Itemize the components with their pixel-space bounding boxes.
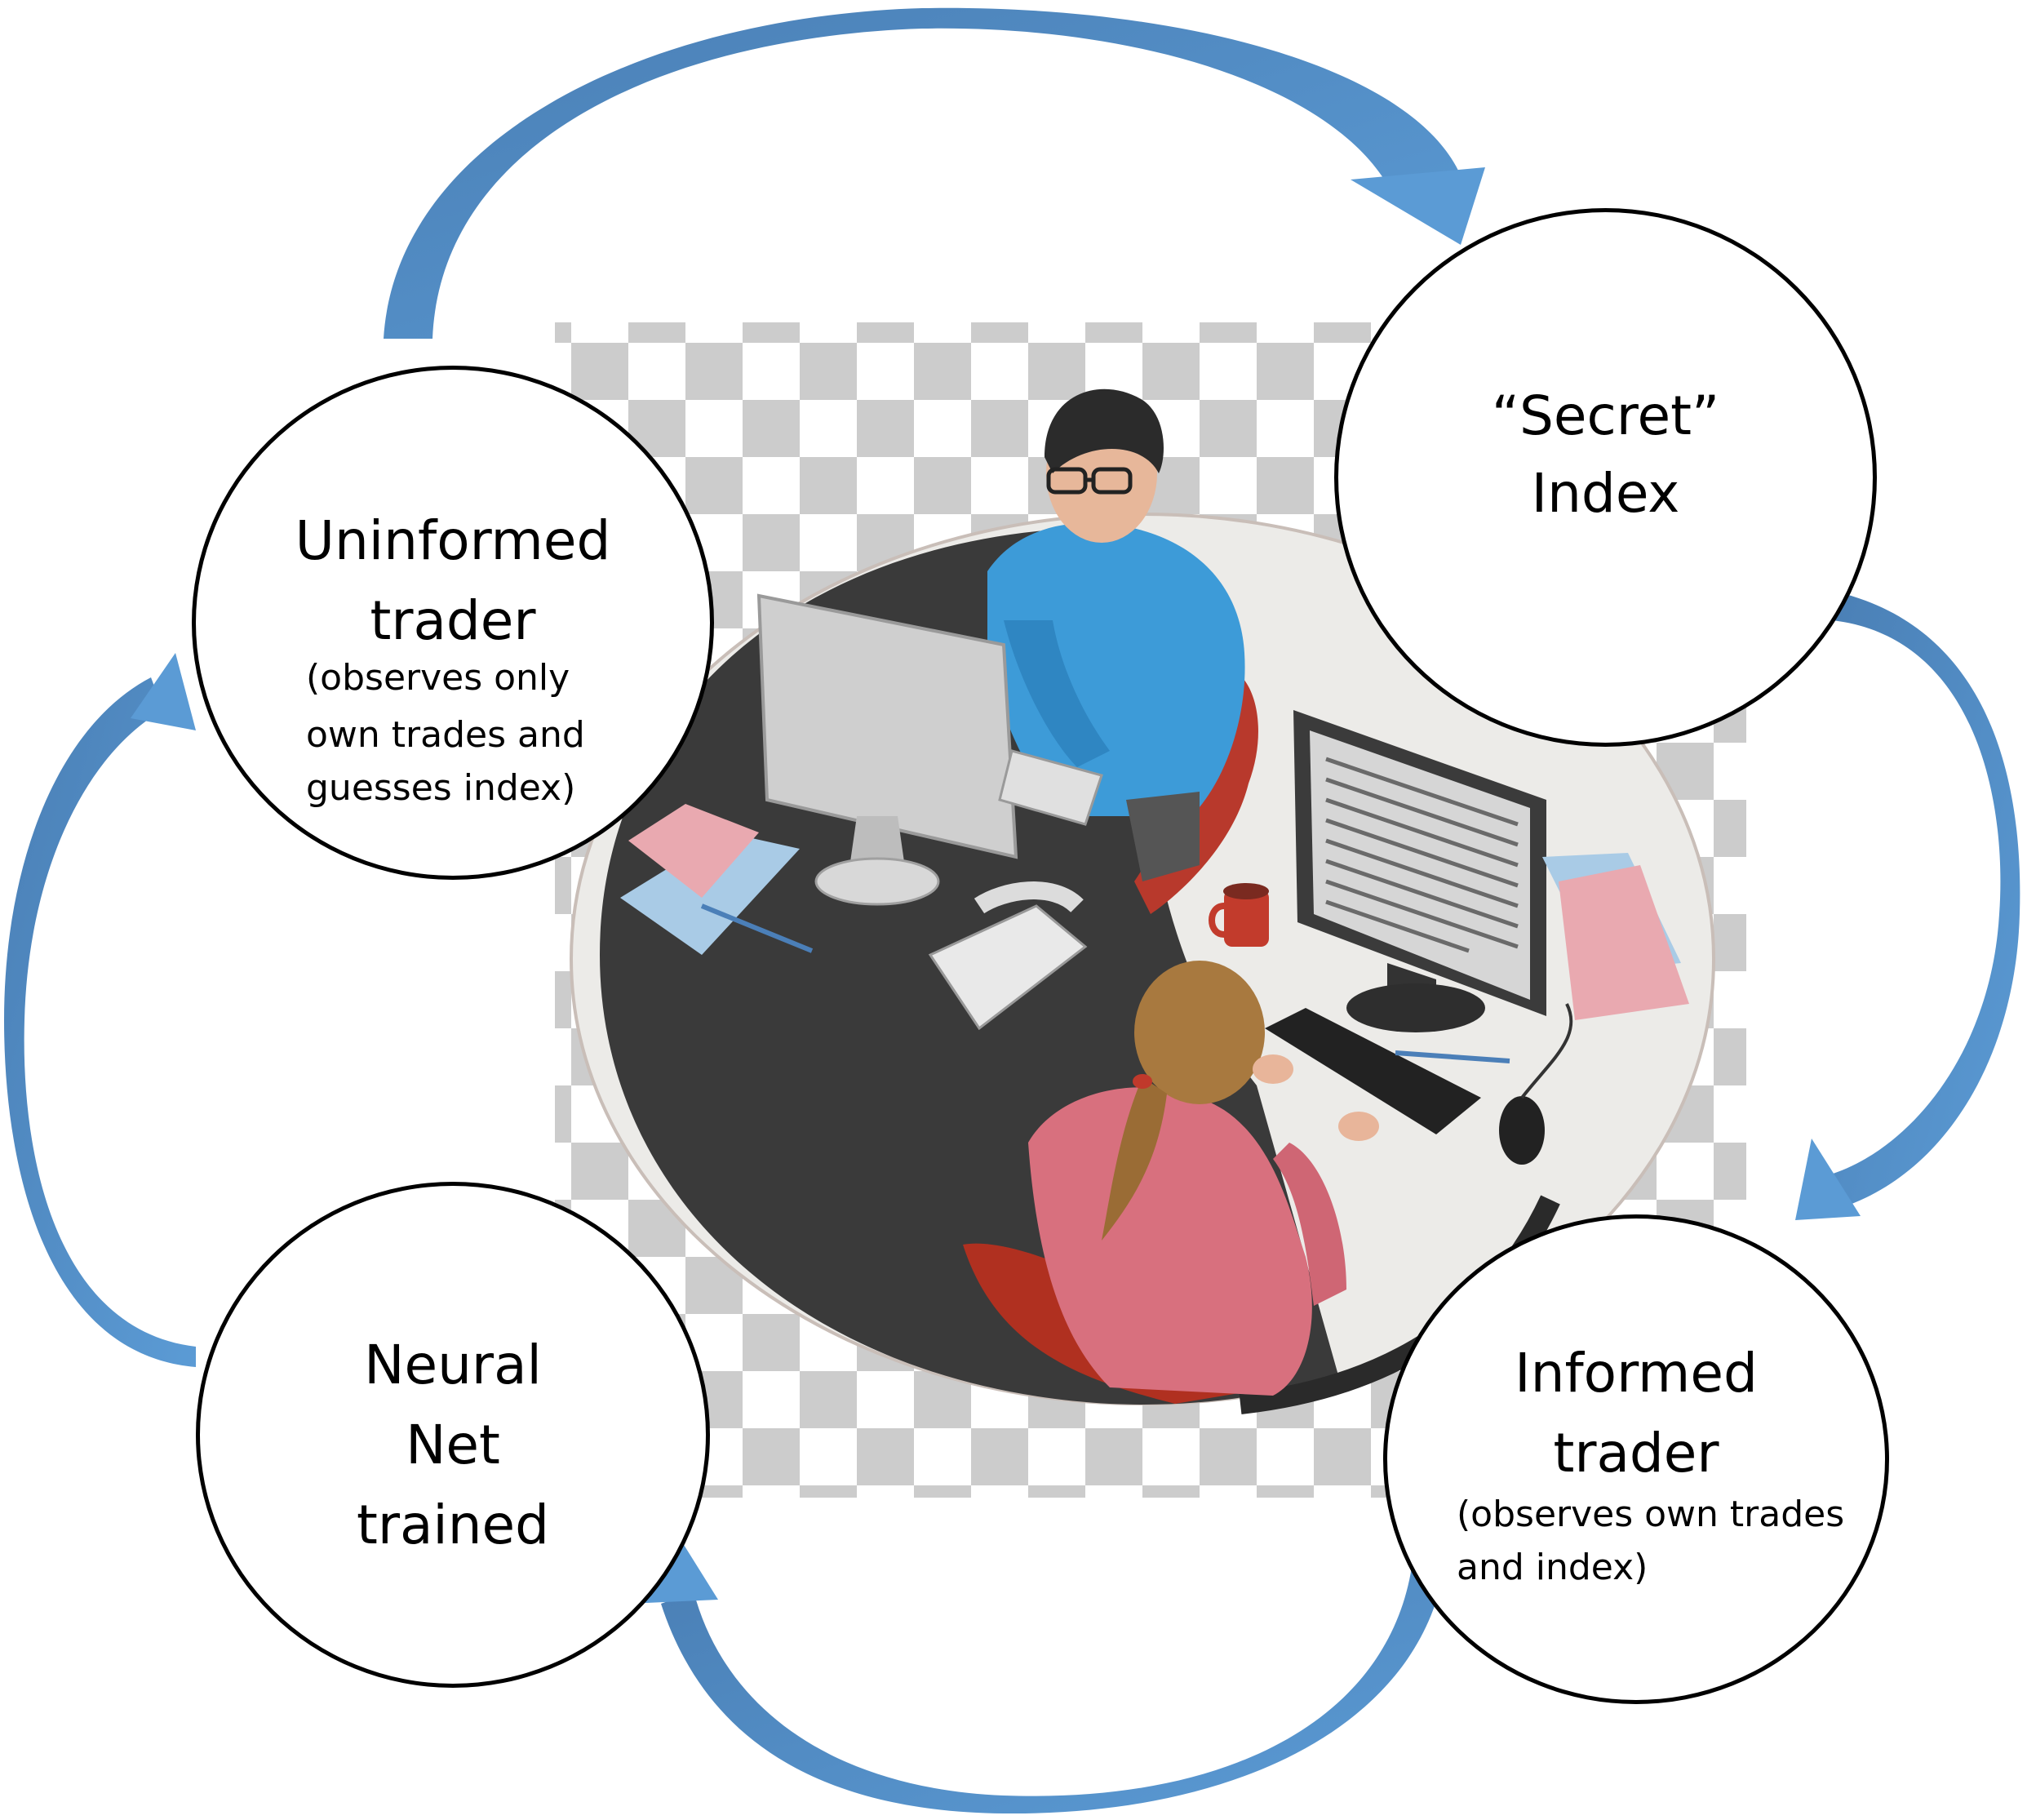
neural-title-line2: Net: [406, 1414, 500, 1476]
neural-title-line1: Neural: [364, 1334, 542, 1396]
node-uninformed-trader: Uninformed trader (observes only own tra…: [192, 366, 714, 880]
secret-title-line2: Index: [1531, 462, 1680, 525]
arrow-uninformed-to-secret: [384, 7, 1461, 339]
informed-title-line1: Informed: [1515, 1342, 1758, 1405]
traders-illustration: [570, 388, 1715, 1414]
uninformed-title-line1: Uninformed: [295, 509, 611, 572]
mouse: [1499, 1096, 1545, 1165]
left-monitor: [756, 593, 1103, 906]
paper-blue: [620, 832, 800, 955]
uninformed-note-line1: (observes only: [306, 657, 570, 699]
uninformed-note-line3: guesses index): [306, 767, 576, 809]
uninformed-note-line2: own trades and: [306, 714, 585, 756]
informed-note-line2: and index): [1457, 1547, 1648, 1588]
secret-title-line1: “Secret”: [1491, 384, 1720, 447]
coffee-mug: [1209, 883, 1269, 947]
arrow-informed-to-neural: [661, 1567, 1444, 1814]
man-torso: [987, 522, 1245, 816]
uninformed-title-line2: trader: [370, 589, 536, 652]
node-neural-net-trained: Neural Net trained: [196, 1182, 710, 1688]
woman-head: [1134, 961, 1265, 1104]
node-secret-index: “Secret” Index: [1334, 208, 1877, 747]
neural-title-line3: trained: [356, 1494, 550, 1556]
node-informed-trader: Informed trader (observes own trades and…: [1383, 1214, 1889, 1704]
man-hair: [1045, 388, 1164, 473]
telephone: [928, 881, 1088, 1031]
woman-torso: [1028, 1087, 1312, 1396]
informed-note-line1: (observes own trades: [1457, 1494, 1845, 1535]
arrow-neural-to-uninformed: [4, 677, 196, 1367]
woman-ponytail: [1102, 1077, 1167, 1241]
paper-pink: [628, 804, 759, 898]
keyboard: [1265, 1008, 1481, 1134]
informed-title-line2: trader: [1553, 1422, 1719, 1485]
arrow-secret-to-informed: [1828, 592, 2020, 1208]
right-monitor: [1293, 710, 1546, 1032]
